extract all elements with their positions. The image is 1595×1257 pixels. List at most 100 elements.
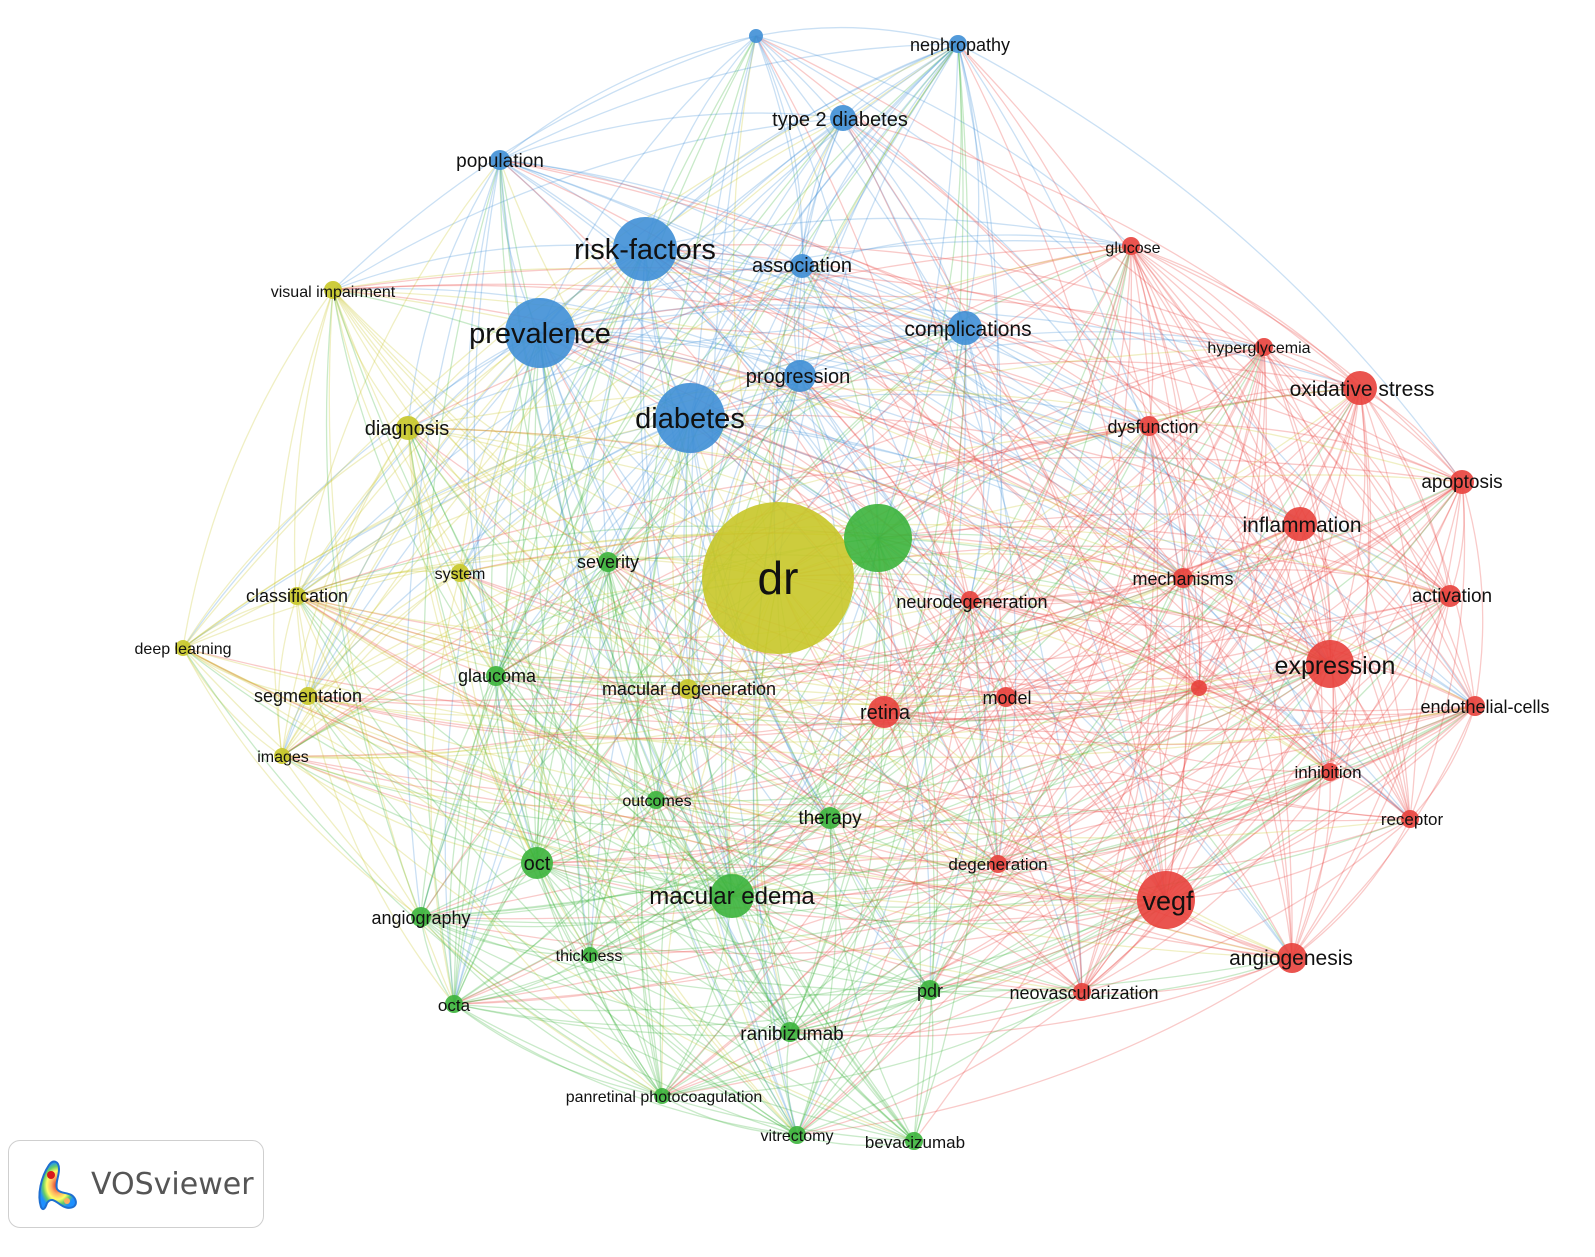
network-edge (731, 895, 1167, 925)
network-edge (407, 427, 733, 897)
node-diagnosis[interactable] (396, 416, 420, 440)
node-outcomes[interactable] (647, 791, 665, 809)
network-edge (796, 989, 931, 1136)
node-macular-degeneration[interactable] (678, 679, 698, 699)
network-edge (687, 265, 803, 690)
network-edge (1130, 245, 1331, 665)
node-label-angiography: angiography (371, 908, 470, 928)
node-type-2-diabetes[interactable] (830, 105, 856, 131)
node-vegf[interactable] (1137, 871, 1195, 929)
network-edge (644, 217, 1132, 250)
node-retina[interactable] (868, 696, 900, 728)
node-expression[interactable] (1306, 640, 1354, 688)
network-edge (799, 327, 966, 377)
node-pdr[interactable] (920, 980, 940, 1000)
network-edge (796, 1134, 915, 1146)
node-ranibizumab[interactable] (780, 1022, 800, 1042)
node-progression[interactable] (784, 360, 816, 392)
node-bevacizumab[interactable] (905, 1132, 923, 1150)
node-mechanisms[interactable] (1173, 568, 1193, 588)
network-edge (1263, 346, 1476, 707)
node-unlabeled-21[interactable] (1191, 680, 1207, 696)
node-label-outcomes: outcomes (622, 793, 691, 810)
network-edge (182, 647, 663, 1097)
network-edge (281, 755, 831, 828)
node-segmentation[interactable] (299, 687, 317, 705)
node-nephropathy[interactable] (949, 35, 967, 53)
network-edge (789, 817, 832, 1033)
node-population[interactable] (490, 150, 510, 170)
network-edge (1130, 245, 1476, 707)
node-panretinal-photocoagulation[interactable] (654, 1088, 670, 1104)
network-edge (539, 332, 733, 897)
node-unlabeled-1[interactable] (844, 504, 912, 572)
network-edge (731, 771, 1331, 898)
network-edge (453, 1003, 663, 1097)
network-edge (420, 675, 497, 918)
node-vitrectomy[interactable] (788, 1126, 806, 1144)
node-deep-learning[interactable] (175, 640, 191, 656)
node-inflammation[interactable] (1283, 507, 1317, 541)
node-label-dysfunction: dysfunction (1107, 417, 1198, 437)
node-apoptosis[interactable] (1450, 470, 1474, 494)
network-edge (997, 863, 1083, 993)
network-edge (589, 425, 1150, 956)
network-edge (969, 577, 1184, 605)
node-angiogenesis[interactable] (1277, 943, 1307, 973)
network-edge (453, 863, 999, 1005)
network-edge (182, 647, 422, 918)
network-edge (453, 954, 591, 1005)
node-glucose[interactable] (1122, 237, 1140, 255)
network-edge (1263, 346, 1451, 597)
node-neurodegeneration[interactable] (961, 591, 979, 609)
node-dysfunction[interactable] (1139, 416, 1159, 436)
node-macular-edema[interactable] (710, 874, 754, 918)
node-unlabeled-11[interactable] (749, 29, 763, 43)
node-angiography[interactable] (411, 907, 431, 927)
network-edge (473, 159, 538, 864)
node-receptor[interactable] (1401, 810, 1419, 828)
node-oct[interactable] (521, 847, 553, 879)
network-edge (731, 481, 1463, 897)
node-system[interactable] (451, 564, 469, 582)
node-degeneration[interactable] (989, 855, 1007, 873)
node-diabetes[interactable] (655, 383, 725, 453)
node-model[interactable] (996, 687, 1016, 707)
node-endothelial-cells[interactable] (1465, 696, 1485, 716)
node-activation[interactable] (1439, 585, 1461, 607)
network-edge (1182, 577, 1411, 820)
node-therapy[interactable] (819, 807, 841, 829)
network-edge (589, 711, 885, 956)
network-edge (929, 425, 1150, 991)
node-visual-impairment[interactable] (324, 281, 342, 299)
node-classification[interactable] (288, 587, 306, 605)
node-prevalence[interactable] (505, 298, 575, 368)
network-edge (789, 537, 881, 1033)
network-edge (307, 425, 1150, 697)
node-neovascularization[interactable] (1073, 983, 1091, 1001)
node-inhibition[interactable] (1321, 763, 1339, 781)
node-images[interactable] (274, 748, 290, 764)
node-glaucoma[interactable] (486, 666, 506, 686)
node-label-risk-factors: risk-factors (574, 234, 716, 266)
network-edge (687, 688, 798, 1136)
network-edge (1081, 771, 1331, 993)
node-severity[interactable] (598, 552, 618, 572)
network-edge (499, 159, 999, 865)
network-edge (877, 533, 1184, 579)
node-association[interactable] (790, 254, 814, 278)
network-edge (607, 561, 831, 819)
node-complications[interactable] (948, 311, 982, 345)
node-octa[interactable] (445, 995, 463, 1013)
node-dr[interactable] (702, 502, 854, 654)
network-edge (1148, 425, 1188, 901)
node-oxidative-stress[interactable] (1343, 371, 1377, 405)
node-thickness[interactable] (582, 947, 598, 963)
network-edge (877, 537, 1331, 773)
node-risk-factors[interactable] (613, 217, 677, 281)
network-edge (957, 43, 999, 601)
network-edge (877, 537, 936, 1142)
network-edge (1359, 387, 1451, 597)
network-edge (689, 43, 959, 419)
node-hyperglycemia[interactable] (1255, 338, 1273, 356)
